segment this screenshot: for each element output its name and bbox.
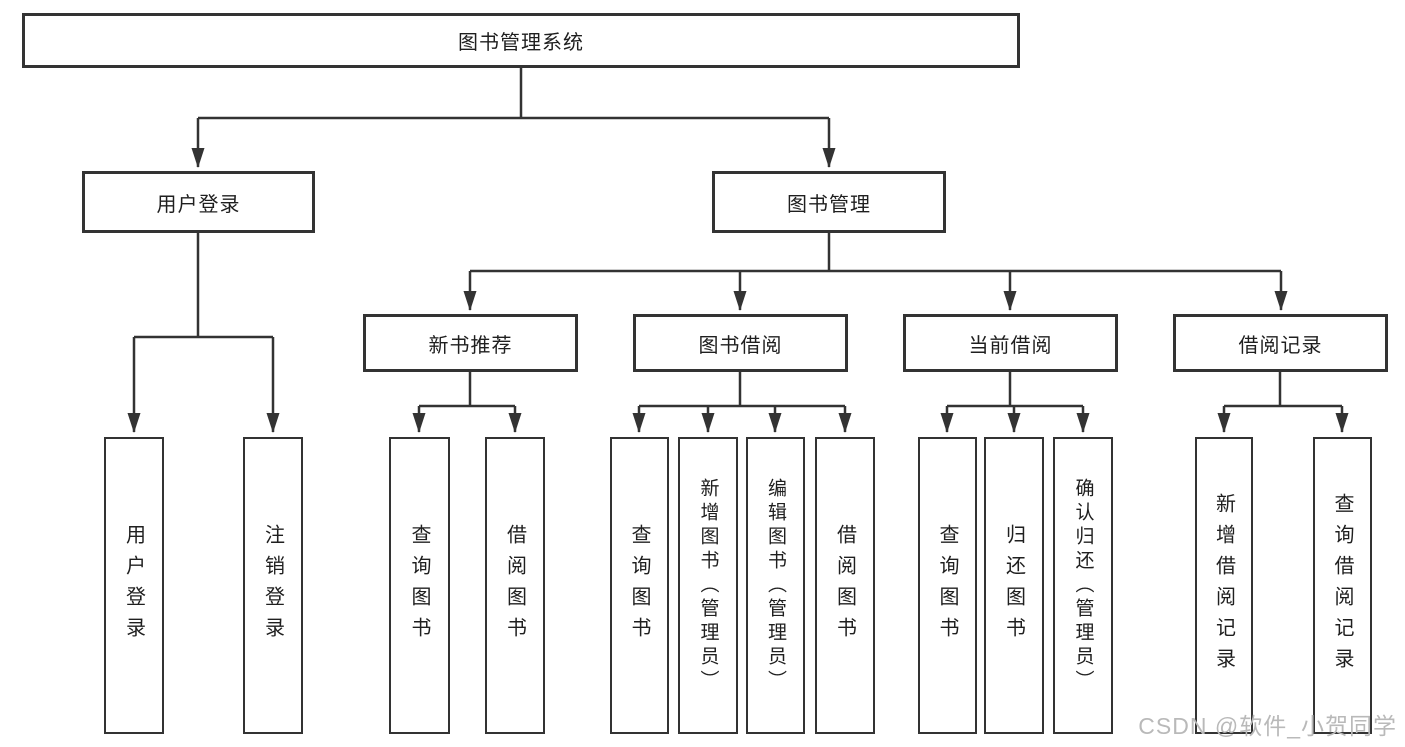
node-book-management: 图书管理 — [712, 171, 946, 233]
node-user-login: 用户登录 — [82, 171, 315, 233]
leaf-add-books-admin: 新增图书（管理员） — [678, 437, 738, 734]
watermark: CSDN @软件_小贺同学 — [1138, 713, 1397, 739]
leaf-borrow-books-borrowing: 借阅图书 — [815, 437, 875, 734]
leaf-query-books-recommend: 查询图书 — [389, 437, 450, 734]
leaf-return-books: 归还图书 — [984, 437, 1044, 734]
leaf-borrow-books-recommend: 借阅图书 — [485, 437, 545, 734]
leaf-edit-books-admin: 编辑图书（管理员） — [746, 437, 805, 734]
node-borrowing-records: 借阅记录 — [1173, 314, 1388, 372]
node-book-borrowing: 图书借阅 — [633, 314, 848, 372]
leaf-query-books-borrowing: 查询图书 — [610, 437, 669, 734]
node-library-system: 图书管理系统 — [22, 13, 1020, 68]
node-new-book-recommendation: 新书推荐 — [363, 314, 578, 372]
leaf-query-books-current: 查询图书 — [918, 437, 977, 734]
leaf-confirm-return-admin: 确认归还（管理员） — [1053, 437, 1113, 734]
leaf-user-login: 用户登录 — [104, 437, 164, 734]
leaf-logout: 注销登录 — [243, 437, 303, 734]
leaf-add-borrow-record: 新增借阅记录 — [1195, 437, 1253, 734]
leaf-query-borrow-record: 查询借阅记录 — [1313, 437, 1372, 734]
node-current-borrowing: 当前借阅 — [903, 314, 1118, 372]
